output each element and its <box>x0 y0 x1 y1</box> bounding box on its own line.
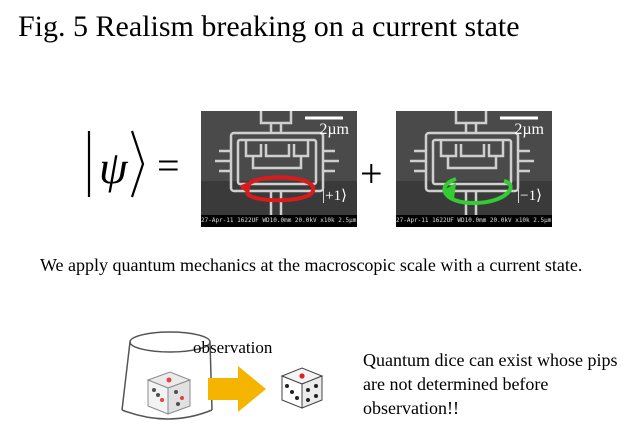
ket-psi-equation: ψ = <box>87 130 180 198</box>
plus-sign: + <box>360 151 383 196</box>
ket-angle <box>130 130 145 198</box>
micrograph-minus-one: 2µm |−1⟩ 27-Apr-11 1622UF WD10.0mm 20.0k… <box>396 111 552 227</box>
right-arrow-icon <box>208 366 266 412</box>
current-arrow <box>442 177 513 206</box>
psi-symbol: ψ <box>99 142 129 193</box>
current-arrow <box>239 175 316 203</box>
hidden-dice-icon <box>146 371 192 415</box>
micrograph-info-bar: 27-Apr-11 1622UF WD10.0mm 20.0kV x10k 2.… <box>396 215 552 227</box>
ring-structure-image <box>201 111 357 227</box>
description-paragraph: We apply quantum mechanics at the macros… <box>40 255 583 275</box>
micrograph-plus-one: 2µm |+1⟩ 27-Apr-11 1622UF WD10.0mm 20.0k… <box>201 111 357 227</box>
state-label-minus-one: |−1⟩ <box>517 188 542 204</box>
scale-bar-label: 2µm <box>319 121 349 138</box>
micrograph-info-bar: 27-Apr-11 1622UF WD10.0mm 20.0kV x10k 2.… <box>201 215 357 227</box>
scale-bar-label: 2µm <box>514 121 544 138</box>
equals-sign: = <box>157 143 180 188</box>
state-label-plus-one: |+1⟩ <box>322 188 347 204</box>
figure-title: Fig. 5 Realism breaking on a current sta… <box>18 10 520 43</box>
ring-structure-image <box>396 111 552 227</box>
observed-dice-icon <box>280 367 324 409</box>
observation-label: observation <box>193 338 273 357</box>
cup-covering-dice-illustration <box>121 331 213 420</box>
quantum-dice-caption: Quantum dice can exist whose pips are no… <box>363 350 618 418</box>
